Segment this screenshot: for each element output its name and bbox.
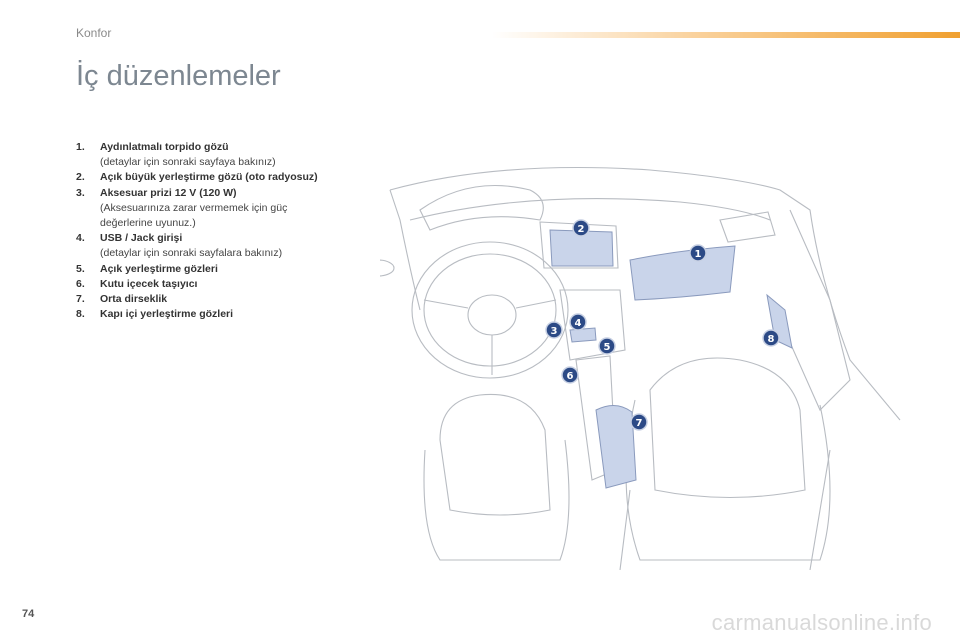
list-item: 2. Açık büyük yerleştirme gözü (oto rady… [76,170,336,185]
center-stack [559,289,626,361]
item-number: 8. [76,308,85,321]
center-screen-frame [539,221,619,269]
header-accent-bar [492,32,960,38]
item-number: 7. [76,293,85,306]
svg-text:3: 3 [551,326,558,337]
callout-4: 4 [569,313,587,331]
callout-8: 8 [762,329,780,347]
item-label: USB / Jack girişi [100,232,183,245]
item-description: (detaylar için sonraki sayfalara bakınız… [100,247,283,260]
right-seat-base [625,399,831,561]
svg-text:7: 7 [636,418,643,429]
car-interior-illustration: 1 2 3 4 5 6 7 8 [380,166,901,570]
dashboard-top-line [409,198,771,221]
glovebox-highlight [629,245,736,301]
item-number: 5. [76,262,85,275]
callout-7: 7 [630,413,648,431]
svg-text:8: 8 [768,334,775,345]
list-item: 5. Açık yerleştirme gözleri [76,262,336,277]
item-number: 4. [76,232,85,245]
item-description: (Aksesuarınıza zarar vermemek için güç d… [100,201,288,230]
page-number: 74 [22,608,35,620]
item-label: Açık yerleştirme gözleri [100,262,218,275]
item-number: 2. [76,171,85,184]
storage-open-highlight [549,229,614,267]
right-vent [719,211,776,243]
door-panel [779,209,851,411]
svg-text:5: 5 [604,342,611,353]
item-label: Aksesuar prizi 12 V (120 W) [100,186,237,199]
list-item: 8. Kapı içi yerleştirme gözleri [76,307,336,322]
svg-text:4: 4 [575,318,582,329]
svg-text:6: 6 [567,371,574,382]
door-storage-highlight [766,293,793,349]
callout-6: 6 [561,366,579,384]
steering-hub [467,294,517,336]
item-label: Orta dirseklik [100,293,168,306]
steering-wheel-inner [423,253,557,367]
callout-1: 1 [689,244,707,262]
svg-text:2: 2 [578,224,585,235]
armrest-highlight [595,405,637,489]
item-description: (detaylar için sonraki sayfaya bakınız) [100,156,276,169]
svg-text:1: 1 [695,249,702,260]
feature-list: 1. Aydınlatmalı torpido gözü (detaylar i… [76,140,336,322]
left-vent [380,259,395,277]
steering-spokes [423,299,557,375]
list-item: 7. Orta dirseklik [76,292,336,307]
floor-lines [619,449,831,570]
item-label: Kutu içecek taşıyıcı [100,277,198,290]
callout-5: 5 [598,337,616,355]
steering-wheel-outer [411,241,569,379]
item-number: 1. [76,141,85,153]
list-item: 6. Kutu içecek taşıyıcı [76,277,336,292]
dashboard-outline [389,166,901,421]
right-seat-back [649,357,806,499]
list-item: 1. Aydınlatmalı torpido gözü (detaylar i… [76,140,336,170]
item-number: 6. [76,277,85,290]
section-header: Konfor [76,26,112,40]
item-label: Açık büyük yerleştirme gözü (oto radyosu… [100,171,318,184]
callout-2: 2 [572,219,590,237]
item-label: Kapı içi yerleştirme gözleri [100,308,234,321]
item-label: Aydınlatmalı torpido gözü [100,141,229,153]
item-number: 3. [76,186,85,199]
left-seat-base [423,439,570,561]
list-item: 3. Aksesuar prizi 12 V (120 W) (Aksesuar… [76,186,336,232]
watermark: carmanualsonline.info [711,610,932,635]
callout-3: 3 [545,321,563,339]
dashboard-left-edge [389,189,421,311]
left-seat-back [439,393,551,516]
instrument-cluster [419,184,544,231]
page-title: İç düzenlemeler [76,60,281,92]
list-item: 4. USB / Jack girişi (detaylar için sonr… [76,231,336,261]
open-storage-highlight [569,327,597,343]
